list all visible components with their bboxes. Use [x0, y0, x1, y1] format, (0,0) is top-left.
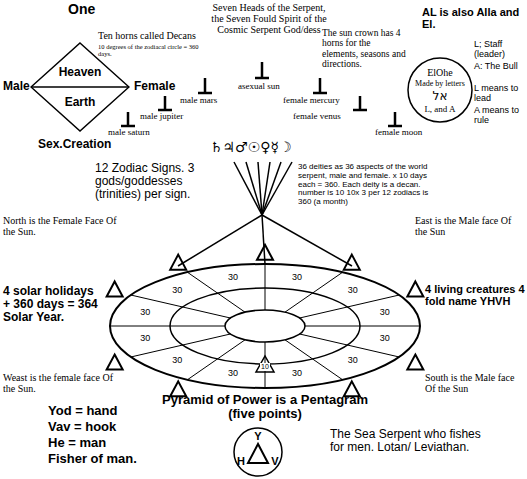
letter-meaning: Fisher of man.: [48, 452, 137, 466]
segment-number: 30: [227, 273, 239, 283]
title-note: Seven Heads of the Serpent, the Seven Fo…: [206, 2, 332, 35]
planet-symbols: ♄♃♂☉♀☿☽: [210, 140, 292, 155]
segment-number: 30: [139, 334, 151, 344]
segment-number: 30: [347, 356, 359, 366]
side-label: Female: [134, 80, 175, 93]
yhv-circle: Y H V: [233, 427, 283, 477]
planet-label: male jupiter: [140, 112, 183, 122]
direction-note: South is the Male face Of the Sun: [425, 372, 525, 394]
small-note: 10 degrees of the zodiacal circle = 360 …: [98, 43, 203, 57]
note-text: 4 living creatures 4 fold name YHVH: [425, 283, 525, 307]
letter-note: L means to lead: [474, 84, 524, 104]
node-text: Y: [254, 430, 261, 442]
node-text: H: [237, 455, 245, 467]
planet-label: male saturn: [108, 128, 150, 138]
segment-number: 30: [291, 273, 303, 283]
letter-meaning: Yod = hand: [48, 404, 117, 418]
node-text: Heaven: [59, 66, 102, 79]
callout-number: 10: [260, 363, 270, 371]
note-text: The sun crown has 4 horns for the elemen…: [322, 28, 408, 70]
letter-meaning: Vav = hook: [48, 420, 116, 434]
note-text: The Sea Serpent who fishes for men. Lota…: [330, 428, 490, 454]
heaven-earth-diamond: HeavenEarth: [30, 42, 130, 132]
node-outline: [30, 42, 130, 132]
heading-word: One: [68, 2, 95, 17]
segment-number: 30: [227, 369, 239, 379]
elohe-circle: ElOheMade by lettersאל L, and A: [407, 57, 473, 123]
caption-label: Sex.Creation: [38, 138, 111, 151]
planet-label: male mars: [180, 96, 217, 106]
segment-number: 30: [379, 334, 391, 344]
letter-note: A means to rule: [474, 106, 524, 126]
segment-number: 30: [347, 286, 359, 296]
direction-note: North is the Female Face Of the Sun.: [3, 215, 125, 237]
planet-label: female mercury: [283, 96, 340, 106]
note-text: 36 deities as 36 aspects of the world se…: [298, 163, 438, 207]
segment-number: 30: [139, 308, 151, 318]
segment-number: 30: [171, 356, 183, 366]
planet-label: female venus: [293, 112, 341, 122]
node-text: אל: [433, 90, 448, 103]
note-text: 12 Zodiac Signs. 3 gods/goddesses (trini…: [95, 162, 225, 202]
node-text: ElOhe: [427, 67, 453, 78]
direction-note: Weast is the female face Of the Sun.: [3, 372, 125, 394]
segment-number: 30: [291, 369, 303, 379]
node-text: V: [271, 455, 278, 467]
planet-label: female moon: [375, 128, 422, 138]
note-text: Ten horns called Decans: [98, 30, 196, 41]
node-text: Earth: [65, 96, 96, 109]
note-text: 4 solar holidays + 360 days = 364 Solar …: [3, 285, 103, 325]
segment-number: 30: [171, 286, 183, 296]
node-text: Made by letters: [415, 80, 465, 89]
planet-label: asexual sun: [238, 82, 280, 92]
letter-note: L; Staff (leader): [474, 40, 524, 60]
side-label: Male: [3, 80, 30, 93]
direction-note: East is the Male face Of the Sun: [415, 215, 525, 237]
pyramid-caption: Pyramid of Power is a Pentagram (five po…: [150, 393, 380, 422]
letter-meaning: He = man: [48, 436, 106, 450]
note-text: AL is also Alla and El.: [422, 6, 522, 30]
node-text: L, and A: [424, 105, 455, 115]
segment-number: 30: [379, 308, 391, 318]
letter-note: A: The Bull: [474, 62, 524, 72]
